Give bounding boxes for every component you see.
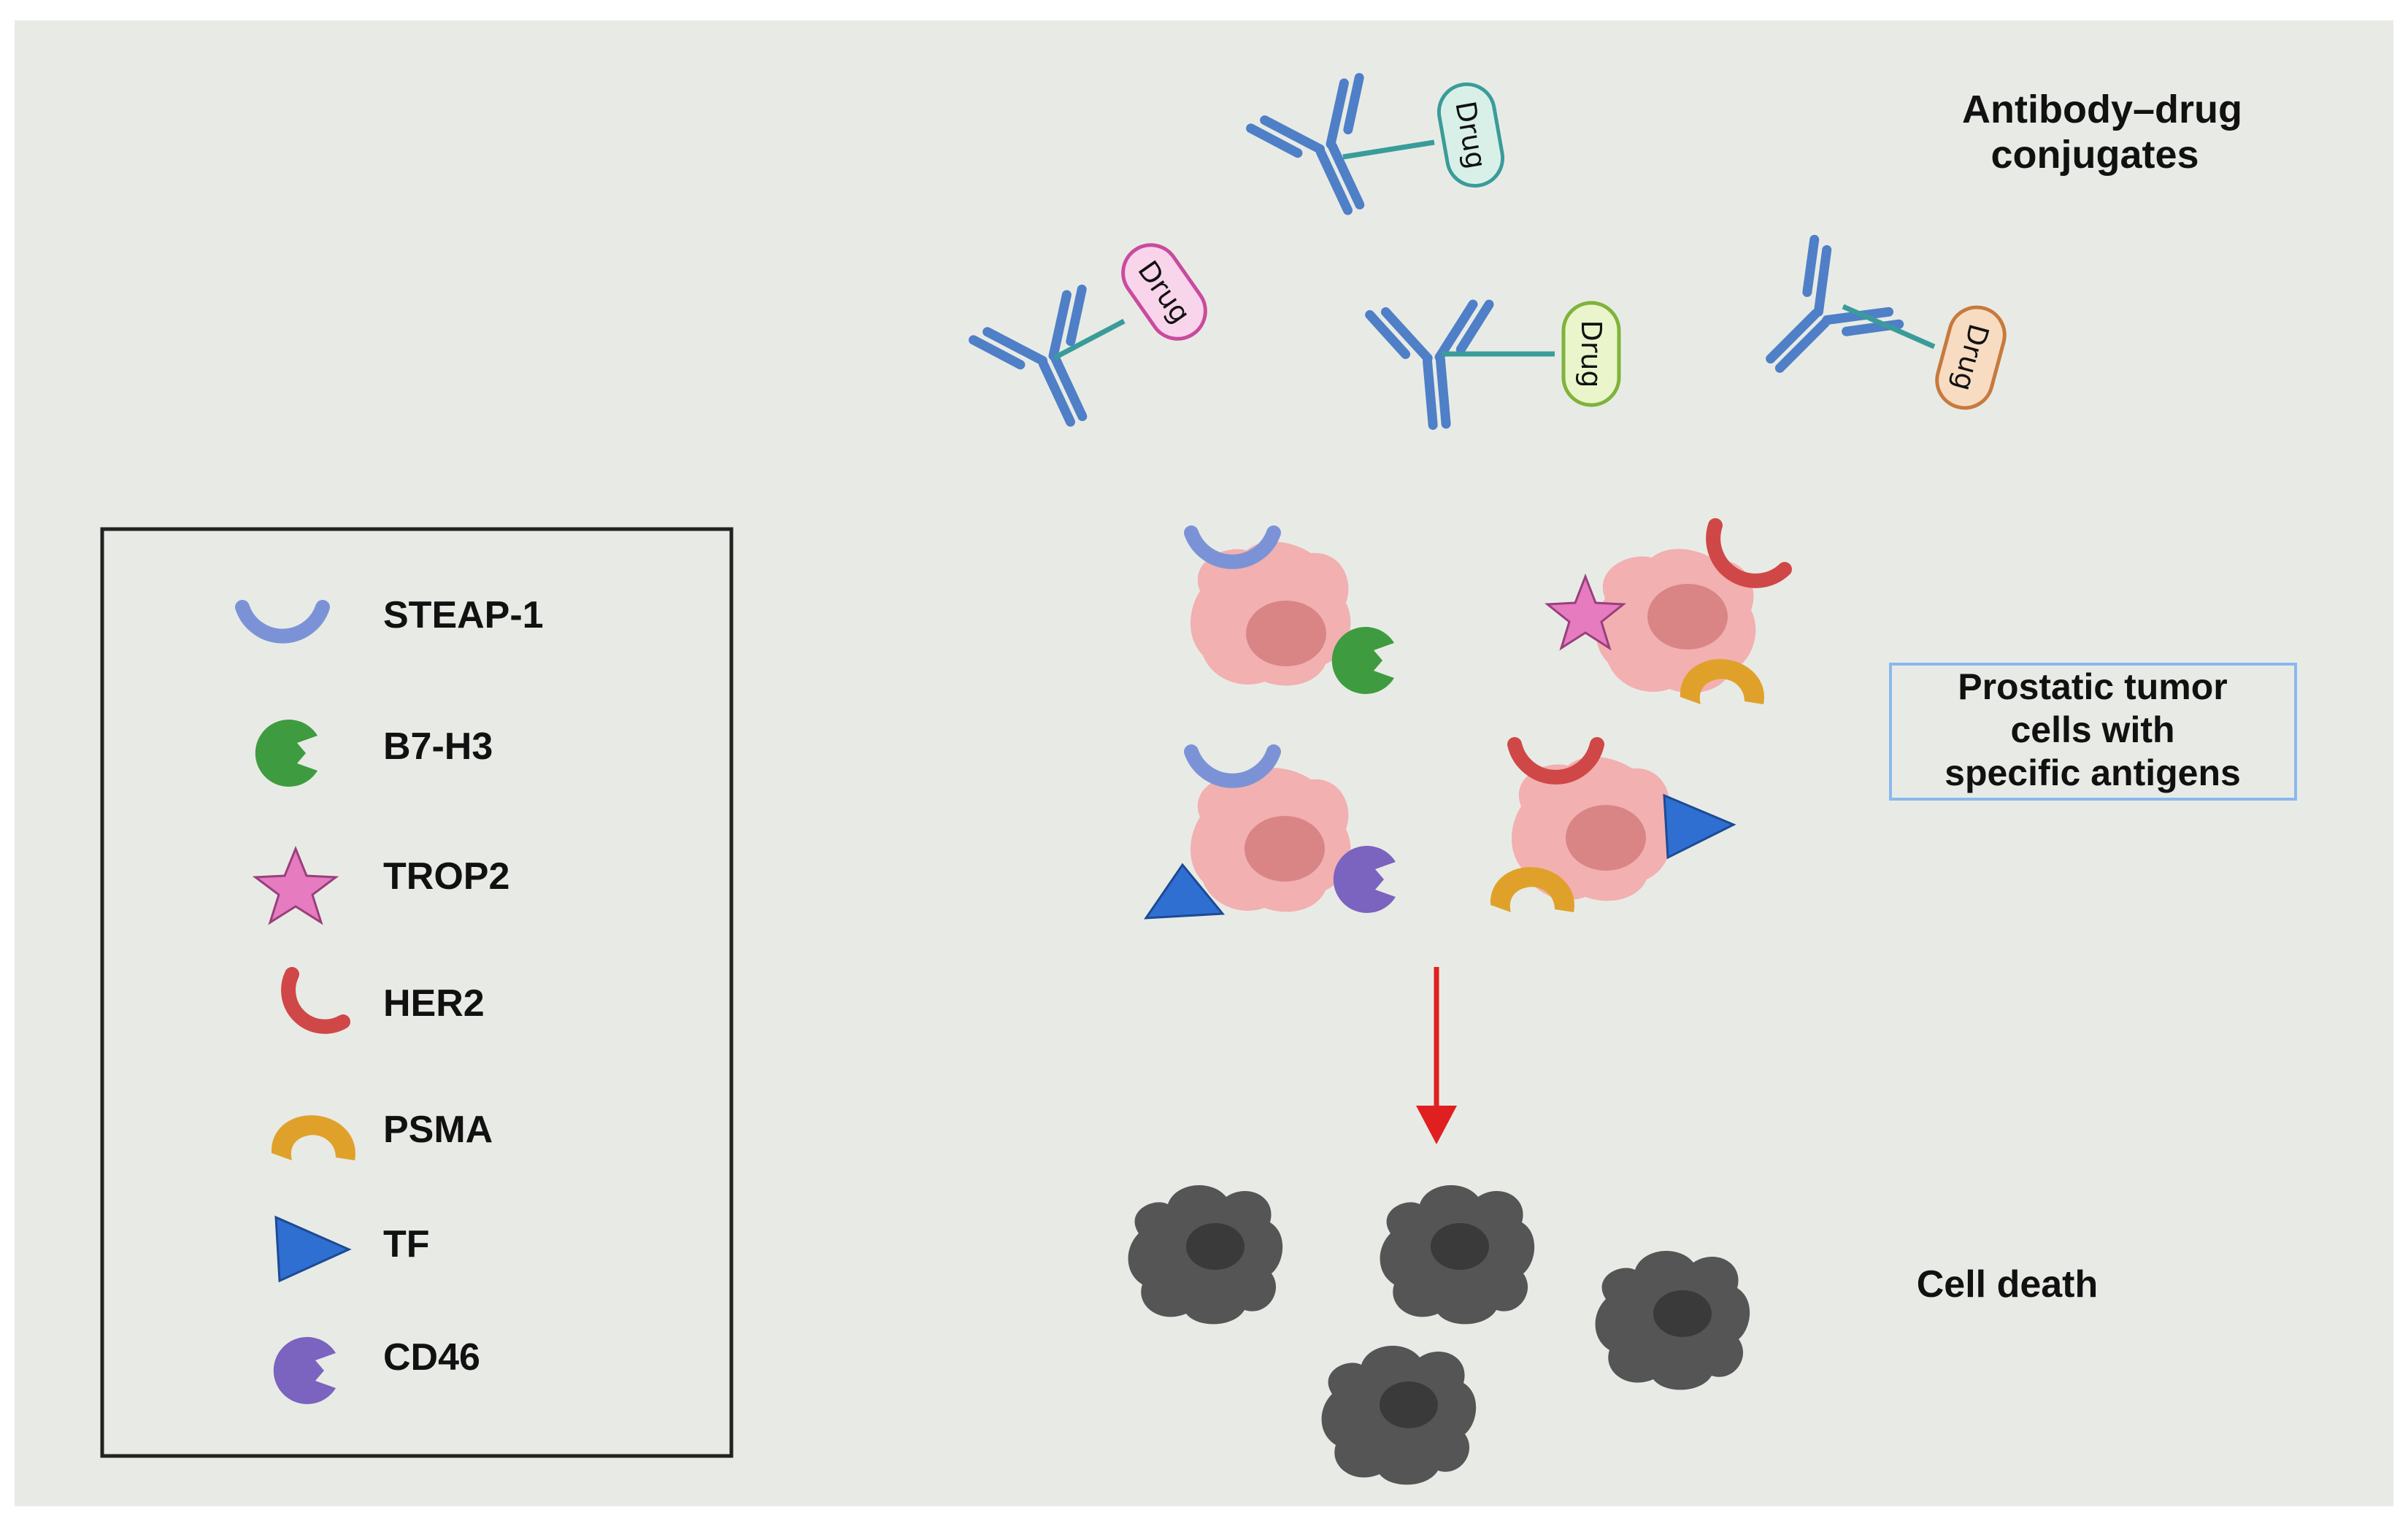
down-arrow-icon — [1416, 967, 1457, 1144]
b7h3-antigen-icon — [1331, 627, 1394, 694]
cd46-antigen-icon — [1333, 846, 1396, 913]
legend-cd46-icon — [273, 1337, 336, 1404]
tumor-nucleus — [1245, 816, 1325, 882]
legend-label-tf: TF — [383, 1223, 430, 1265]
dead-cell-2 — [1380, 1184, 1535, 1325]
legend-b7h3-icon — [255, 720, 318, 787]
legend-label-b7h3: B7-H3 — [383, 725, 493, 768]
adc-title-line2: conjugates — [1990, 133, 2199, 177]
dead-cells — [1128, 1184, 1750, 1485]
trop2-antigen-icon — [1544, 573, 1627, 651]
adc-title-line1: Antibody–drug — [1962, 88, 2242, 131]
linker-2 — [1053, 318, 1126, 361]
legend-label-cd46: CD46 — [383, 1336, 480, 1379]
tumor-label-line2: cells with — [2010, 709, 2174, 750]
drug-label: Drug — [1575, 320, 1607, 388]
drug-capsule-2: Drug — [1121, 243, 1207, 341]
legend-label-steap1: STEAP-1 — [383, 594, 544, 636]
her2-antigen-icon — [1706, 518, 1792, 588]
tumor-nucleus — [1647, 584, 1728, 650]
legend-label-trop2: TROP2 — [383, 855, 509, 898]
tumor-nucleus — [1246, 601, 1326, 666]
tumor-cells — [1144, 518, 1792, 920]
drug-capsule-4: Drug — [1935, 305, 2007, 410]
legend-label-psma: PSMA — [383, 1109, 493, 1151]
tumor-label-line3: specific antigens — [1945, 752, 2241, 793]
steap1-antigen-icon — [1184, 744, 1281, 788]
legend-box — [100, 527, 734, 1458]
linker-4 — [1842, 304, 1936, 350]
adc-group: Drug Drug Drug Drug — [973, 77, 2007, 444]
legend: STEAP-1 B7-H3 TROP2 HER2 PSMA TF CD46 — [100, 527, 734, 1458]
legend-steap1-icon — [235, 600, 330, 644]
legend-psma-icon — [271, 1115, 355, 1160]
dead-cell-1 — [1128, 1184, 1283, 1325]
cell-death-label: Cell death — [1917, 1263, 2099, 1306]
tumor-cell-2 — [1544, 518, 1792, 704]
linker-1 — [1342, 139, 1435, 160]
steap1-antigen-icon — [1184, 525, 1281, 569]
legend-trop2-icon — [252, 846, 339, 925]
legend-her2-icon — [281, 967, 350, 1034]
drug-capsule-1: Drug — [1436, 82, 1505, 188]
tumor-cell-1 — [1184, 525, 1394, 694]
tf-antigen-icon — [1663, 793, 1736, 860]
psma-antigen-icon — [1490, 867, 1574, 912]
dead-cell-4 — [1321, 1345, 1477, 1485]
dead-cell-3 — [1595, 1250, 1750, 1390]
her2-antigen-icon — [1507, 737, 1604, 785]
legend-tf-icon — [274, 1215, 352, 1283]
tumor-cell-3 — [1144, 744, 1396, 920]
tumor-cell-4 — [1490, 737, 1736, 912]
tumor-label-line1: Prostatic tumor — [1958, 666, 2228, 707]
legend-label-her2: HER2 — [383, 982, 485, 1025]
tumor-label-box — [1889, 663, 2297, 801]
psma-antigen-icon — [1680, 659, 1764, 704]
tf-antigen-icon — [1144, 863, 1226, 920]
drug-capsule-3: Drug — [1561, 301, 1621, 407]
tumor-nucleus — [1566, 805, 1646, 871]
